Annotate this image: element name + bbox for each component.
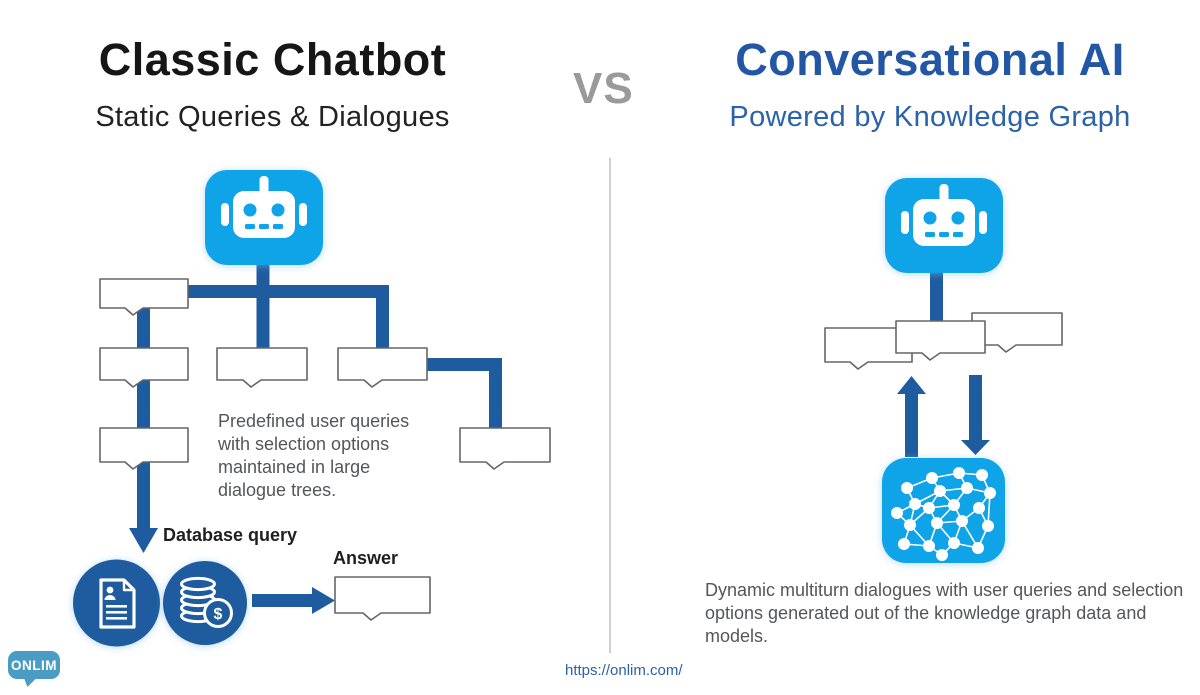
right-subtitle: Powered by Knowledge Graph [729,101,1131,133]
logo-tail [20,677,38,687]
right-header: Conversational AI Powered by Knowledge G… [660,34,1200,134]
left-title: Classic Chatbot [98,34,447,85]
right-arrow [252,587,335,614]
answer-label: Answer [333,548,399,568]
left-description: Predefined user queries with selection o… [218,411,410,500]
dollar-glyph: $ [214,606,223,623]
down-arrow [961,375,990,455]
dialogue-page-shape [99,427,189,470]
vertical-divider [609,158,611,653]
robot-connector [930,265,943,323]
dialogue-page-shape [216,347,308,388]
left-header: Classic Chatbot Static Queries & Dialogu… [0,34,545,134]
onlim-logo: ONLIM [8,651,60,687]
right-title: Conversational AI [735,34,1125,85]
dialogue-page-shape [459,427,551,470]
vs-label: VS [573,64,634,113]
conversational-ai-diagram [824,178,1063,563]
robot-icon [885,178,1003,273]
up-arrow [897,376,926,457]
dialogue-tree-connectors [137,255,502,530]
onlim-logo-text: ONLIM [11,657,57,673]
dialogue-page-shape [337,347,428,388]
answer-page-shape [334,576,431,621]
right-description: Dynamic multiturn dialogues with user qu… [705,580,1184,646]
left-subtitle: Static Queries & Dialogues [95,101,450,133]
classic-chatbot-diagram: $ [73,170,551,647]
dialogue-node-boxes [99,278,551,470]
document-file-icon [73,559,160,647]
down-arrow [129,528,158,553]
website-link[interactable]: https://onlim.com/ [565,662,683,679]
coins-dollar-icon: $ [163,561,247,645]
knowledge-graph-icon [882,458,1005,563]
dialogue-page-shape [99,278,189,316]
dialogue-page-shape [895,320,986,361]
database-query-label: Database query [163,525,298,545]
dialogue-page-shape [99,347,189,388]
dialogue-node-boxes [824,312,1063,370]
robot-icon [205,170,323,265]
